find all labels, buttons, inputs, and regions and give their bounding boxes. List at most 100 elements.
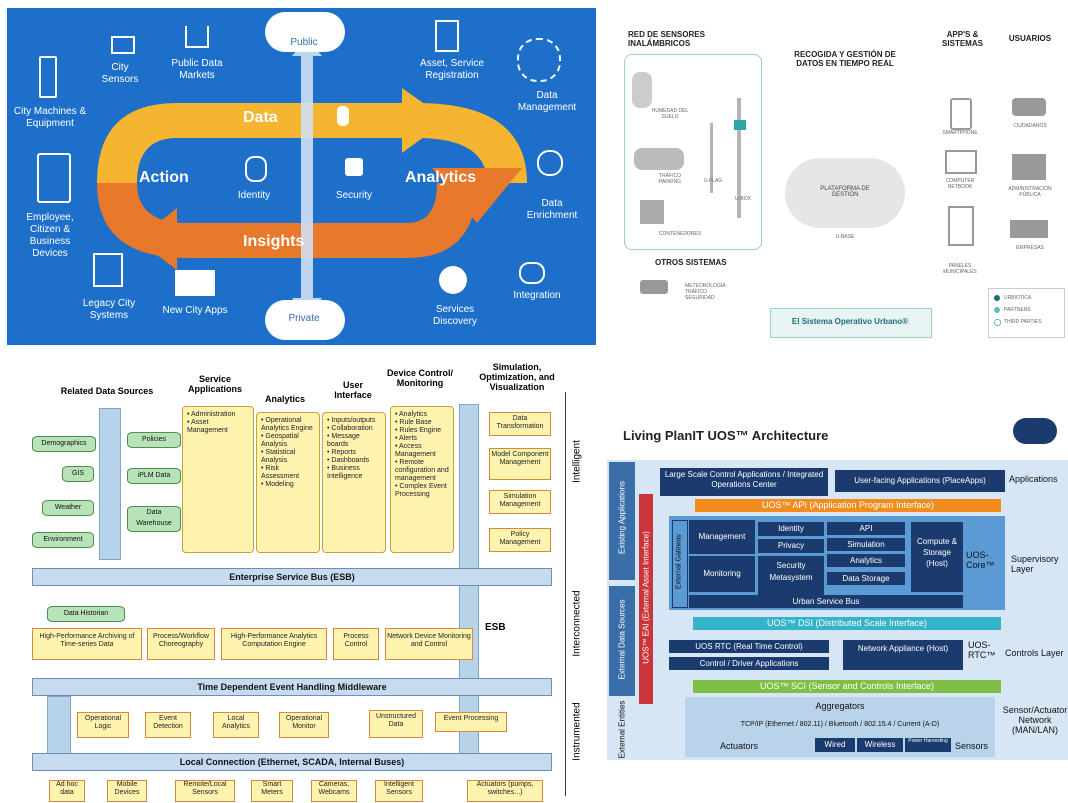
header-data-sources: Related Data Sources [60, 386, 154, 396]
smart-city-stack-diagram: Related Data Sources Service Application… [7, 356, 593, 803]
service-apps-text: • Administration • Asset Management [187, 411, 236, 434]
gateway-label: External Gateway [675, 533, 683, 590]
lock-icon [345, 158, 363, 176]
integration-icon [519, 262, 545, 284]
ds-warehouse: Data Warehouse [127, 506, 181, 532]
employee-devices-label: Employee, Citizen & Business Devices [26, 212, 74, 259]
integration-label: Integration [513, 290, 561, 301]
private-cloud-icon [265, 300, 345, 340]
ds-gis: GIS [62, 466, 94, 482]
other-systems-label: METEOROLOGÍA TRÁFICO SEGURIDAD [685, 283, 726, 301]
legend-partners: PARTNERS [1004, 307, 1031, 313]
administration-label: ADMINISTRACIÓN PÚBLICA [1008, 186, 1052, 198]
uos-rtc-label: UOS-RTC™ [968, 640, 996, 660]
sensors-label: Sensors [955, 741, 989, 751]
low-box-operational-monitor: Operational Monitor [279, 712, 329, 738]
header-analytics: Analytics [264, 394, 306, 404]
core-analytics: Analytics [827, 554, 905, 567]
fingerprint-icon [245, 156, 267, 182]
uos-architecture-diagram: Living PlanIT UOS™ Architecture Existing… [605, 400, 1068, 800]
bottom-actuators: Actuators (pumps, switches...) [467, 780, 543, 802]
sim-box-policy: Policy Management [489, 528, 551, 552]
companies-label: EMPRESAS [1016, 245, 1044, 251]
aggregators-label: Aggregators [815, 701, 865, 711]
mid-box-process-control: Process Control [333, 628, 379, 660]
sensor-icon [111, 36, 135, 54]
public-data-markets-label: Public Data Markets [171, 58, 223, 81]
low-box-event-processing: Event Processing [435, 712, 507, 732]
core-identity: Identity [758, 522, 824, 536]
side-interconnected: Interconnected [571, 590, 583, 657]
broadcast-icon [537, 150, 563, 176]
user-facing-apps-box: User-facing Applications (PlaceApps) [835, 470, 1005, 492]
header-device-control: Device Control/ Monitoring [387, 368, 454, 388]
urban-service-bus: Urban Service Bus [689, 595, 963, 608]
car-icon [634, 148, 684, 170]
bottom-remote-sensors: Remote/Local Sensors [175, 780, 235, 802]
rtc-box: UOS RTC (Real Time Control) [669, 640, 829, 653]
cart-icon [185, 26, 209, 48]
users-heading: USUARIOS [1008, 34, 1052, 43]
analytics-text: • Operational Analytics Engine • Geospat… [261, 417, 313, 488]
power-box: Power Harvesting [905, 738, 951, 752]
bottom-mobile: Mobile Devices [107, 780, 147, 802]
bottom-intelligent-sensors: Intelligent Sensors [375, 780, 423, 802]
sci-band: UOS™ SCI (Sensor and Controls Interface) [693, 680, 1001, 693]
data-historian: Data Historian [47, 606, 125, 622]
mid-box-workflow: Process/Workflow Choreography [147, 628, 215, 660]
side-existing-apps: Existing Applications [617, 481, 627, 554]
service-apps-box: • Administration • Asset Management [182, 406, 254, 553]
bottom-adhoc: Ad hoc data [49, 780, 85, 802]
apps-icon [175, 270, 215, 296]
wired-box: Wired [815, 738, 855, 752]
collection-heading: RECOGIDA Y GESTIÓN DE DATOS EN TIEMPO RE… [794, 50, 896, 68]
external-data-bar [609, 586, 635, 696]
eai-label: UOS™ EAI (External Asset Interface) [641, 531, 651, 664]
mid-box-archiving: High-Performance Archiving of Time-serie… [32, 628, 142, 660]
core-compute: Compute & Storage (Host) [911, 522, 963, 592]
smartphone-icon [950, 98, 972, 130]
footer-box [770, 308, 932, 338]
eai-bar [639, 494, 653, 704]
registration-icon [435, 20, 459, 52]
ds-weather: Weather [42, 500, 94, 516]
smartphone-label: SMARTPHONE [942, 130, 978, 136]
esb-bus: Enterprise Service Bus (ESB) [32, 568, 552, 586]
controls-layer-label: Controls Layer [1005, 648, 1064, 658]
bottom-smart-meters: Smart Meters [251, 780, 293, 802]
middleware-bus: Time Dependent Event Handling Middleware [32, 678, 552, 696]
side-instrumented: Instrumented [571, 702, 583, 761]
sensors-heading: RED DE SENSORES INALÁMBRICOS [628, 30, 705, 48]
protocols-label: TCP/IP (Ethernet / 802.11) / Bluetooth /… [740, 721, 940, 728]
side-axis-line [565, 392, 566, 796]
network-layer-label: Sensor/Actuator Network (MAN/LAN) [1002, 705, 1068, 735]
database-icon [337, 106, 349, 126]
asset-registration-label: Asset, Service Registration [420, 58, 484, 81]
legend-dot-urbiotica [994, 295, 1000, 301]
network-appliance-box: Network Appliance (Host) [843, 640, 963, 670]
machine-icon [39, 56, 57, 98]
device-control-box: • Analytics • Rule Base • Rules Engine •… [390, 406, 454, 553]
legacy-icon [93, 253, 123, 287]
api-band: UOS™ API (Application Program Interface) [695, 499, 1001, 512]
factory-icon [1010, 220, 1048, 238]
external-entities-bar [609, 700, 635, 758]
platform-cloud [785, 158, 905, 228]
analytics-label: Analytics [405, 169, 477, 186]
services-discovery-label: Services Discovery [433, 304, 477, 327]
devices-icon [37, 153, 71, 203]
data-pipe [99, 408, 121, 560]
apps-heading: APP'S & SISTEMAS [942, 30, 983, 48]
low-box-unstructured-data: Unstructured Data [369, 710, 423, 738]
side-intelligent: Intelligent [571, 440, 583, 483]
data-label: Data [243, 109, 278, 126]
u-box-icon [734, 120, 746, 130]
legend-third-parties: THIRD PARTIES [1004, 319, 1042, 325]
gateway-bar [672, 520, 688, 608]
dsi-band: UOS™ DSI (Distributed Scale Interface) [693, 617, 1001, 630]
containers-label: CONTENEDORES [658, 231, 702, 237]
urban-os-diagram: RED DE SENSORES INALÁMBRICOS RECOGIDA Y … [610, 8, 1068, 345]
other-systems-heading: OTROS SISTEMAS [655, 258, 727, 267]
uos-core-label: UOS-Core™ [966, 550, 995, 570]
container-icon [640, 200, 664, 224]
